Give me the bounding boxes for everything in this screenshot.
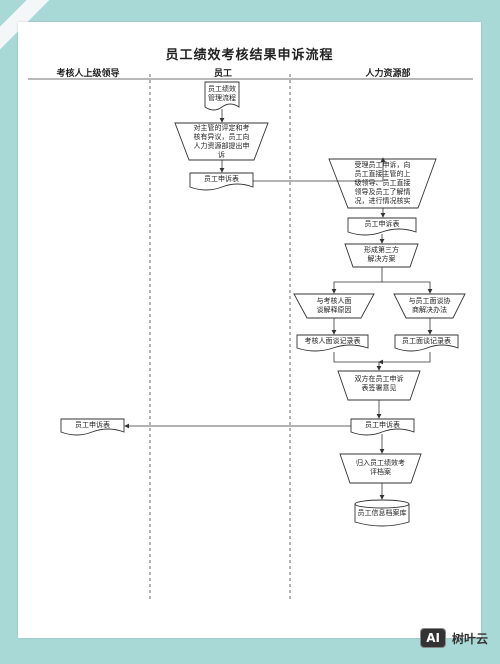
flowchart-paper: 员工绩效考核结果申诉流程 考核人上级领导 员工 人力资源部 — [18, 22, 481, 638]
third-solution-text: 形成第三方 解决方案 — [364, 246, 399, 263]
node-both-sign-label: 双方在员工申诉 表签署意见 — [338, 375, 420, 393]
node-database-top — [354, 499, 410, 509]
node-third-solution-label: 形成第三方 解决方案 — [345, 246, 418, 264]
node-explain-reason-shape — [293, 293, 375, 319]
node-third-solution-shape — [344, 243, 419, 268]
node-appeal-form-leader-label: 员工申诉表 — [75, 421, 110, 429]
perf-process-text: 员工绩效 管理流程 — [208, 85, 236, 102]
node-appeal-form-emp-label: 员工申诉表 — [204, 175, 239, 183]
node-appeal-form-hr2-label: 员工申诉表 — [365, 421, 400, 429]
node-both-sign-shape — [337, 370, 421, 401]
objection-text: 对主管的评定和考 核有异议，员工向 人力资源部提出申 诉 — [193, 124, 250, 159]
both-sign-text: 双方在员工申诉 表签署意见 — [354, 375, 404, 392]
chart-title: 员工绩效考核结果申诉流程 — [165, 48, 334, 63]
node-hr-accept-label: 受理员工申诉，向 员工直接主管的上 级领导、员工直接 领导及员工了解情 况，进行… — [334, 161, 431, 206]
flowchart-graphics — [28, 74, 473, 602]
hr-accept-text: 受理员工申诉，向 员工直接主管的上 级领导、员工直接 领导及员工了解情 况，进行… — [354, 161, 411, 205]
node-database-label: 员工信息档案库 — [357, 509, 407, 517]
explain-reason-text: 与考核人面 谈解释原因 — [316, 297, 352, 314]
negotiate-text: 与员工面谈协 商解决办法 — [408, 297, 451, 314]
node-negotiate-shape — [393, 293, 466, 319]
node-archive-shape — [339, 453, 422, 484]
node-appeal-form-emp-shape — [189, 172, 254, 191]
node-explain-reason-label: 与考核人面 谈解释原因 — [294, 297, 374, 315]
node-appeal-form-hr1-label: 员工申诉表 — [364, 220, 400, 228]
node-record-assessor-label: 考核人面谈记录表 — [304, 337, 361, 345]
node-appeal-form-hr2-shape — [350, 418, 415, 436]
lane-header-leader: 考核人上级领导 — [56, 69, 120, 79]
node-objection-label: 对主管的评定和考 核有异议，员工向 人力资源部提出申 诉 — [180, 124, 263, 160]
node-objection-shape — [174, 122, 269, 161]
archive-text: 归入员工绩效考 评档案 — [356, 459, 405, 476]
node-record-assessor-shape — [296, 334, 369, 352]
watermark-logo: AI — [420, 628, 446, 648]
node-perf-process-label: 员工绩效 管理流程 — [205, 85, 239, 103]
watermark: AI 树叶云 — [420, 628, 488, 648]
node-negotiate-label: 与员工面谈协 商解决办法 — [394, 297, 465, 315]
node-database-shape — [354, 504, 410, 527]
lane-header-hr: 人力资源部 — [365, 69, 411, 79]
node-appeal-form-hr1-shape — [347, 217, 417, 236]
lane-header-employee: 员工 — [213, 69, 232, 79]
node-appeal-form-leader-shape — [60, 418, 125, 436]
node-record-emp-label: 员工面谈记录表 — [402, 337, 451, 345]
node-hr-accept-shape — [328, 158, 437, 209]
node-archive-label: 归入员工绩效考 评档案 — [340, 459, 421, 477]
node-record-emp-shape — [394, 334, 459, 352]
watermark-text: 树叶云 — [451, 631, 488, 646]
node-perf-process-shape — [204, 81, 240, 111]
